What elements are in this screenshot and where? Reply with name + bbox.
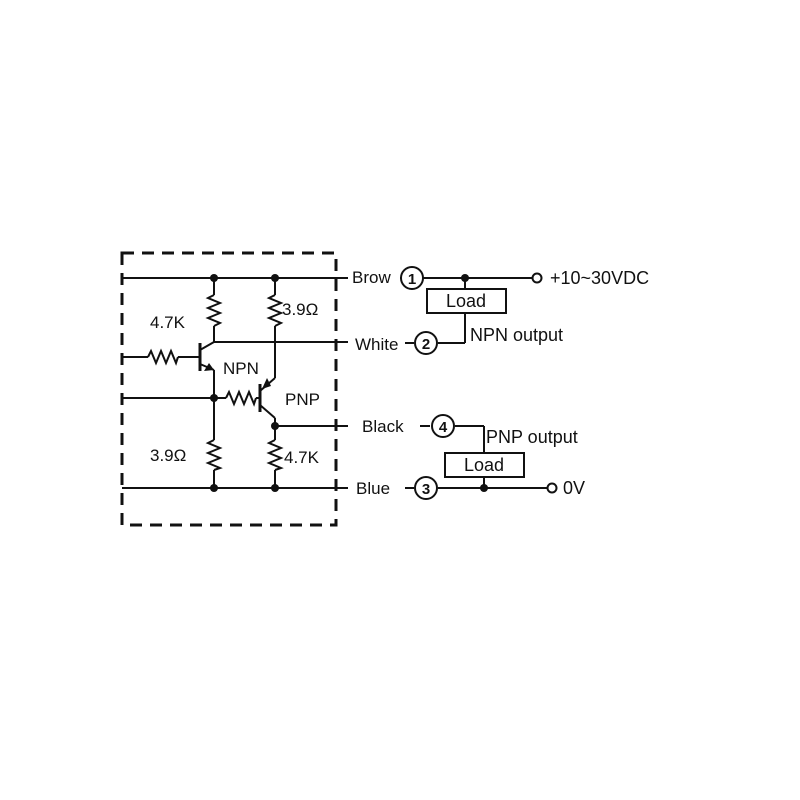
junction-dot — [480, 484, 488, 492]
junction-dot — [271, 422, 279, 430]
npn-load-label: Load — [446, 291, 486, 311]
junction-dot — [461, 274, 469, 282]
resistor-npn-emitter — [205, 439, 223, 471]
label-npn-transistor: NPN — [223, 359, 259, 378]
npn-load-box — [426, 288, 507, 314]
pnp-load-box — [444, 452, 525, 478]
junction-dot — [271, 484, 279, 492]
npn-emitter-arrow — [204, 363, 214, 371]
resistor-pnp-emitter — [266, 439, 284, 471]
label-4.7k-bottom: 4.7K — [284, 448, 320, 467]
pnp-output-label: PNP output — [486, 427, 578, 447]
sensor-housing-boundary — [120, 251, 338, 527]
junction-dot — [210, 274, 218, 282]
supply-voltage-label: +10~30VDC — [550, 268, 649, 288]
pnp-emitter-arrow — [262, 378, 271, 389]
pin-2-circle — [414, 331, 438, 355]
junction-dot — [210, 484, 218, 492]
wire-label-black: Black — [362, 417, 404, 436]
label-pnp-transistor: PNP — [285, 390, 320, 409]
npn-output-label: NPN output — [470, 325, 563, 345]
pin-3-circle — [414, 476, 438, 500]
pnp-collector-lead — [259, 404, 276, 419]
junction-dot — [210, 394, 218, 402]
label-3.9-ohm-bottom: 3.9Ω — [150, 446, 186, 465]
supply-terminal — [531, 272, 543, 284]
npn-collector-lead — [199, 341, 215, 351]
resistor-npn-base — [147, 348, 179, 366]
label-3.9-ohm-top: 3.9Ω — [282, 300, 318, 319]
ground-terminal — [546, 482, 558, 494]
label-4.7k-top: 4.7K — [150, 313, 186, 332]
pin-4-number: 4 — [439, 419, 448, 436]
pnp-load-label: Load — [464, 455, 504, 475]
pin-3-number: 3 — [422, 481, 430, 498]
resistor-npn-pullup — [266, 294, 284, 327]
wire-label-blue: Blue — [356, 479, 390, 498]
pin-1-number: 1 — [408, 271, 416, 288]
pin-4-circle — [431, 414, 455, 438]
wire-label-brown: Brow — [352, 268, 391, 287]
pin-2-number: 2 — [422, 336, 430, 353]
resistor-pnp-base — [225, 389, 257, 407]
ground-voltage-label: 0V — [563, 478, 585, 498]
pin-1-circle — [400, 266, 424, 290]
junction-dot — [271, 274, 279, 282]
resistor-npn-collector — [205, 294, 223, 327]
wire-label-white: White — [355, 335, 398, 354]
